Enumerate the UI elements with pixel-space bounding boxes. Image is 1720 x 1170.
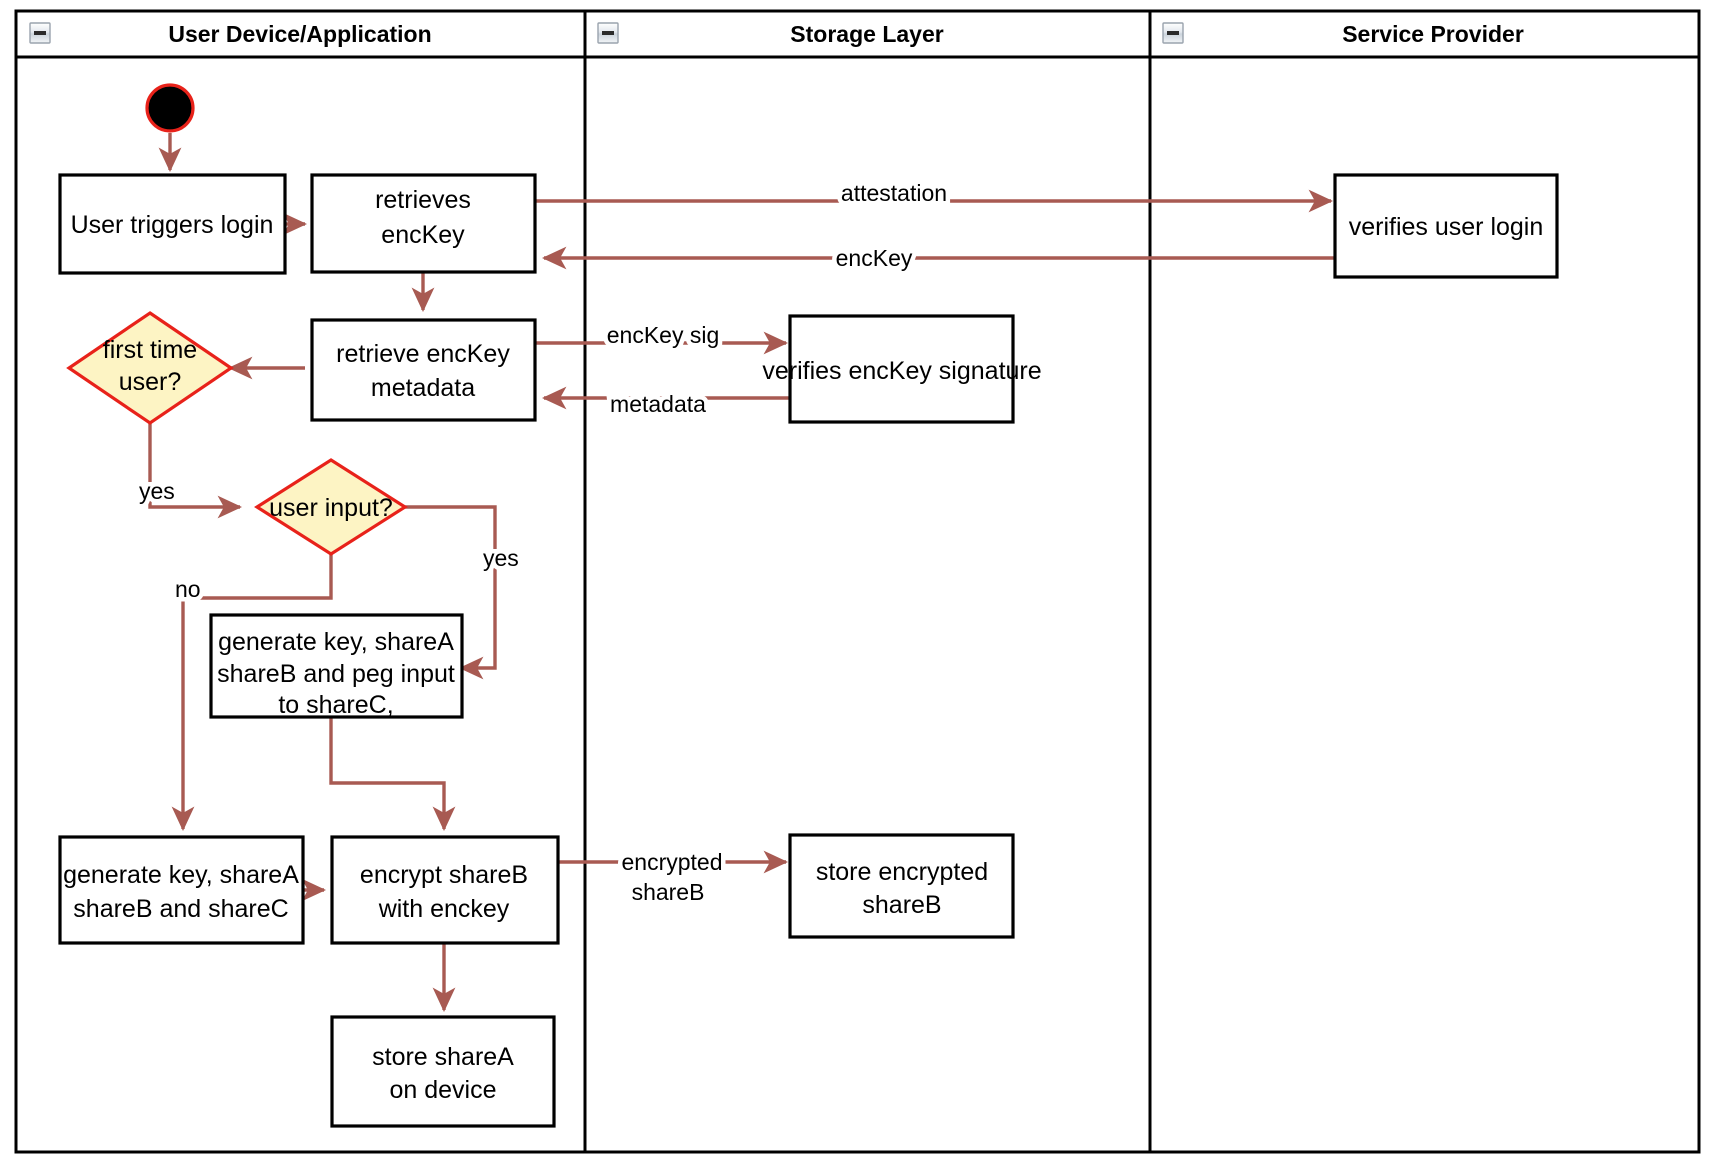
action-label-line1: store shareA (372, 1043, 514, 1071)
initial-node[interactable] (145, 83, 195, 133)
collapse-minus-icon[interactable] (1162, 22, 1184, 44)
action-encrypt-shareb[interactable]: encrypt shareB with enckey (330, 835, 560, 945)
action-label-line2: shareB and peg input (217, 660, 455, 688)
action-label: User triggers login (71, 211, 274, 239)
action-label-line2: on device (389, 1076, 496, 1104)
decision-user-input[interactable]: user input? (254, 458, 408, 556)
edge-label-enckey-sig: encKey sig (607, 322, 720, 348)
lane-header-service-provider[interactable]: Service Provider (1162, 21, 1524, 47)
action-verifies-user-login[interactable]: verifies user login (1333, 173, 1559, 279)
action-user-triggers-login[interactable]: User triggers login (58, 173, 287, 275)
decision-first-time-user[interactable]: first time user? (66, 311, 234, 425)
lane-title-storage: Storage Layer (790, 21, 943, 47)
edge-label-user-input-no: no (175, 576, 201, 602)
edge-label-encrypted-shareb-line2: shareB (632, 879, 705, 905)
edge-user-input-yes (404, 505, 497, 680)
edge-label-first-time-yes: yes (139, 478, 175, 504)
lane-header-user-device[interactable]: User Device/Application (29, 21, 432, 47)
action-label-line1: generate key, shareA (63, 861, 299, 889)
action-label: verifies encKey signature (762, 357, 1041, 385)
action-label-line1: store encrypted (816, 858, 988, 886)
action-label-line2: shareB (862, 891, 941, 919)
lane-header-storage[interactable]: Storage Layer (597, 21, 944, 47)
action-generate-key-peg-input[interactable]: generate key, shareA shareB and peg inpu… (209, 613, 464, 719)
collapse-minus-icon[interactable] (597, 22, 619, 44)
action-label-line1: retrieve encKey (336, 340, 510, 368)
action-generate-key-shares[interactable]: generate key, shareA shareB and shareC (58, 835, 305, 945)
action-label: verifies user login (1349, 213, 1544, 241)
action-label-line1: retrieves (375, 186, 471, 214)
action-label-line1: generate key, shareA (218, 628, 454, 656)
action-label-line3: to shareC, (278, 691, 393, 719)
lane-title-service-provider: Service Provider (1342, 21, 1524, 47)
edge-label-encrypted-shareb-line1: encrypted (621, 849, 722, 875)
edge-label-user-input-yes: yes (483, 545, 519, 571)
action-verifies-enckey-signature[interactable]: verifies encKey signature (762, 314, 1042, 424)
action-label-line2: metadata (371, 374, 475, 402)
edge-label-metadata: metadata (610, 391, 706, 417)
action-label-line2: encKey (381, 221, 465, 249)
lane-title-user-device: User Device/Application (168, 21, 431, 47)
decision-label-line2: user? (119, 368, 182, 396)
action-label-line1: encrypt shareB (360, 861, 528, 889)
collapse-minus-icon[interactable] (29, 22, 51, 44)
action-retrieve-enckey-metadata[interactable]: retrieve encKey metadata (310, 318, 537, 422)
action-store-encrypted-shareb[interactable]: store encrypted shareB (788, 833, 1015, 939)
flow-edge-labels: attestation encKey encKey sig metadata y… (135, 176, 952, 910)
edge-generate-peg-to-encrypt (329, 717, 456, 832)
action-label-line2: with enckey (378, 895, 510, 923)
edge-label-attestation: attestation (841, 180, 947, 206)
action-label-line2: shareB and shareC (73, 895, 288, 923)
action-store-sharea-on-device[interactable]: store shareA on device (330, 1015, 556, 1128)
edge-first-time-user-yes (148, 413, 243, 519)
edge-label-enckey: encKey (836, 245, 913, 271)
flow-edges (148, 133, 1335, 1013)
decision-label: user input? (269, 494, 393, 522)
edge-user-input-no (171, 553, 333, 832)
action-retrieves-enckey[interactable]: retrieves encKey (310, 173, 537, 274)
decision-label-line1: first time (103, 336, 197, 364)
